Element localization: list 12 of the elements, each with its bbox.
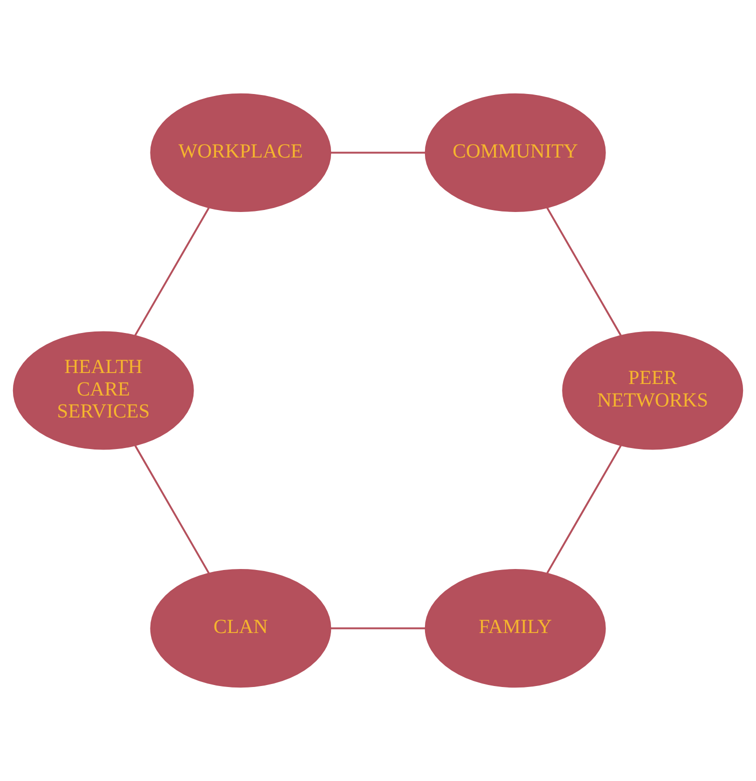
connector [330,152,426,154]
node-ellipse: WORKPLACE [150,93,332,212]
connector [546,445,622,574]
node-ellipse: COMMUNITY [424,93,606,212]
connector [134,445,210,574]
connector [134,207,210,336]
node-ellipse: CLAN [150,569,332,688]
connector [330,627,426,630]
node-ellipse: HEALTH CARE SERVICES [12,331,194,450]
connector [546,207,622,336]
node-ellipse: PEER NETWORKS [562,331,744,450]
node-ellipse: FAMILY [424,569,606,688]
